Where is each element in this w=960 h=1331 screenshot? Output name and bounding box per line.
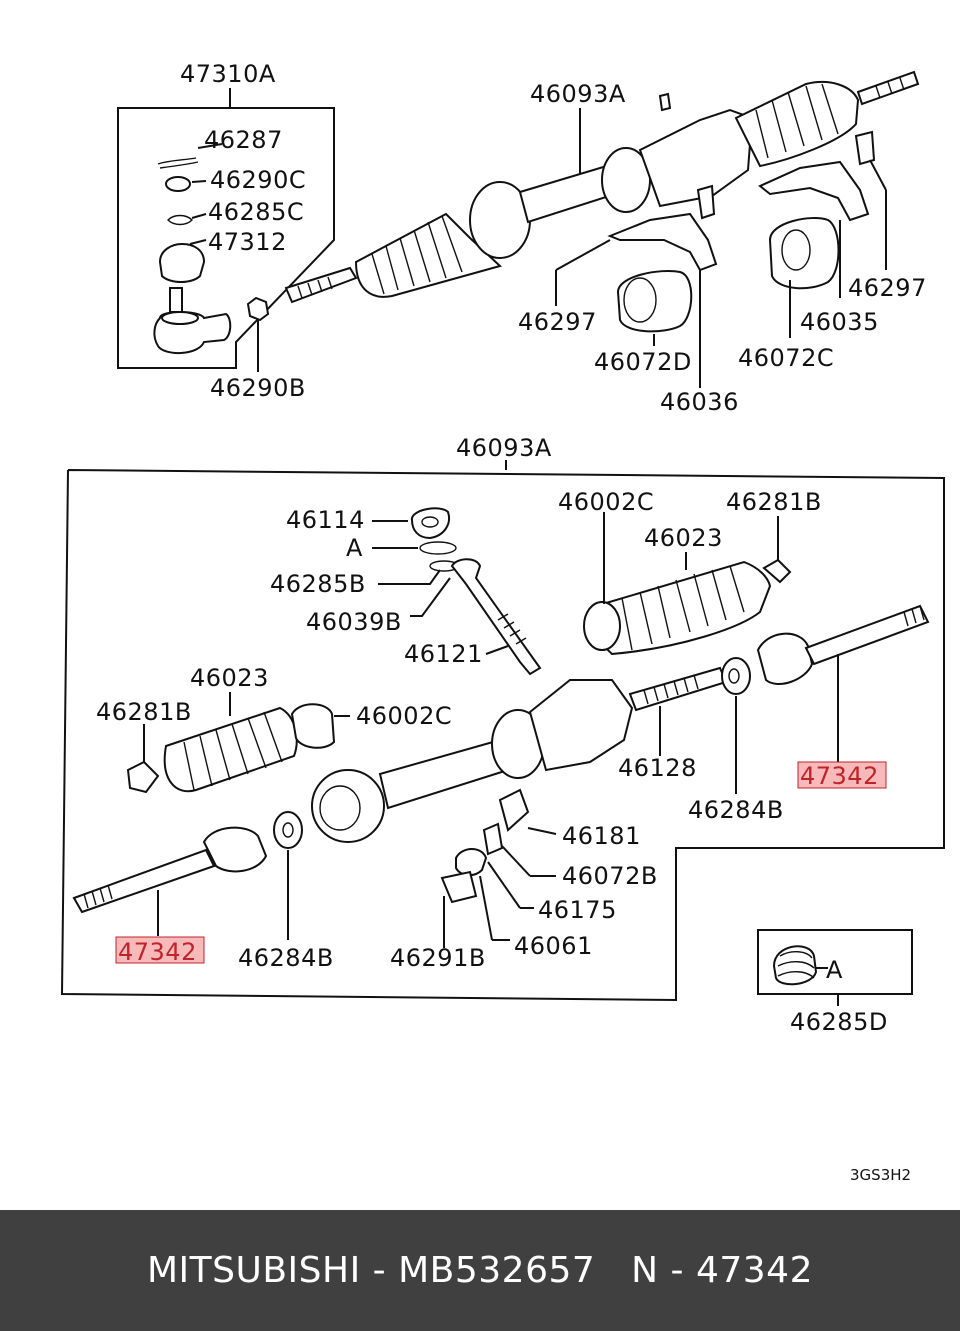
label-46036: 46036 (660, 388, 739, 416)
label-46093a-top: 46093A (530, 80, 626, 108)
label-46035: 46035 (800, 308, 879, 336)
label-46039b: 46039B (306, 608, 402, 636)
pinion-shaft (450, 558, 542, 676)
washer-right (721, 657, 751, 695)
bracket-bolt-right (854, 130, 876, 166)
footer-prefix: N (631, 1250, 659, 1291)
label-46284b-right: 46284B (688, 796, 784, 824)
label-46281b-right: 46281B (726, 488, 822, 516)
highlight-box-left (115, 936, 205, 964)
footer-brand: MITSUBISHI (146, 1250, 361, 1291)
label-46281b-left: 46281B (96, 698, 192, 726)
oil-seal (772, 945, 818, 986)
bellows-left-exploded (163, 706, 298, 793)
label-46181: 46181 (562, 822, 641, 850)
label-46285b: 46285B (270, 570, 366, 598)
footer-sep-1: - (360, 1250, 399, 1291)
dust-cover (158, 242, 206, 283)
footer-gap (595, 1250, 631, 1291)
seal-box (757, 929, 913, 995)
clamp-ring-left (290, 703, 336, 749)
band-clip-right (762, 558, 792, 584)
inner-tie-rod-shaft-left (72, 848, 216, 914)
clip-ring (167, 214, 193, 226)
group-box (117, 107, 335, 369)
mount-rubber-d (616, 270, 693, 333)
label-47342-right: 47342 (800, 762, 879, 790)
inner-tie-rod-shaft-right (804, 604, 930, 666)
label-46114: 46114 (286, 506, 365, 534)
label-46284b-left: 46284B (238, 944, 334, 972)
inner-tie-rod-ball-right (756, 632, 814, 685)
rack-bar (628, 666, 728, 712)
label-46072b: 46072B (562, 862, 658, 890)
label-46297-right: 46297 (848, 274, 927, 302)
gear-housing (638, 108, 754, 208)
label-46285c: 46285C (208, 198, 304, 226)
label-46291b: 46291B (390, 944, 486, 972)
lock-plate (440, 870, 478, 904)
exploded-rack-group: 46093A 46114 A 46285B 46039B 46121 (60, 434, 945, 1002)
cotter-pin (157, 157, 199, 169)
diagram-code: 3GS3H2 (850, 1166, 911, 1184)
inner-tie-rod-ball-left (202, 826, 268, 873)
label-46023-right: 46023 (644, 524, 723, 552)
rack-housing-tube (378, 738, 510, 810)
label-46002c-left: 46002C (356, 702, 452, 730)
label-47310a: 47310A (180, 60, 276, 88)
label-46285d: 46285D (790, 1008, 888, 1036)
label-46093a-box: 46093A (456, 434, 552, 462)
parts-diagram: 47310A 46287 46290C 46285C 47312 46290B … (60, 60, 945, 1184)
label-46287: 46287 (204, 126, 283, 154)
bracket-right (758, 160, 870, 222)
lock-nut (246, 296, 270, 322)
tie-rod-end (153, 287, 232, 354)
label-46290b: 46290B (210, 374, 306, 402)
highlight-box-right (797, 761, 887, 789)
rack-left-thread (284, 266, 358, 304)
adjusting-cover (455, 848, 488, 876)
gear-housing-exploded (528, 679, 634, 772)
label-a-seal: A (826, 956, 843, 984)
clamp-ring-right (583, 601, 621, 651)
seal-a (419, 541, 457, 555)
seal-box-group: A 46285D (757, 929, 913, 1036)
label-46128: 46128 (618, 754, 697, 782)
yoke-spring (498, 788, 530, 832)
bracket-bolt (696, 184, 716, 220)
bellows-right-exploded (592, 560, 772, 656)
band-clip-left (126, 760, 160, 794)
mount-rubber-c (768, 217, 840, 290)
label-46023-left: 46023 (190, 664, 269, 692)
label-46061: 46061 (514, 932, 593, 960)
footer-bar: MITSUBISHI - MB532657 N - 47342 (0, 1210, 960, 1331)
footer-part-number: MB532657 (398, 1250, 596, 1291)
rack-housing-flange (311, 769, 385, 843)
bracket-center (607, 212, 718, 272)
label-46072d: 46072D (594, 348, 692, 376)
top-rack-assembly: 46093A (284, 70, 927, 416)
label-46002c-right: 46002C (558, 488, 654, 516)
label-46297-left: 46297 (518, 308, 597, 336)
label-46175: 46175 (538, 896, 617, 924)
input-shaft (658, 92, 672, 112)
washer-left (273, 811, 303, 849)
footer-ref: 47342 (695, 1250, 813, 1291)
label-47342-left: 47342 (118, 938, 197, 966)
rack-right-thread (856, 70, 920, 106)
exploded-box (60, 469, 945, 1002)
footer-sep-2: - (658, 1250, 696, 1291)
label-46290c: 46290C (210, 166, 306, 194)
bearing (411, 507, 450, 540)
label-47312: 47312 (208, 228, 287, 256)
rack-guide (482, 822, 504, 856)
label-46121: 46121 (404, 640, 483, 668)
label-46072c: 46072C (738, 344, 834, 372)
castle-nut (165, 176, 191, 192)
tie-rod-end-group: 47310A 46287 46290C 46285C 47312 46290B (117, 60, 335, 402)
label-a: A (346, 534, 363, 562)
